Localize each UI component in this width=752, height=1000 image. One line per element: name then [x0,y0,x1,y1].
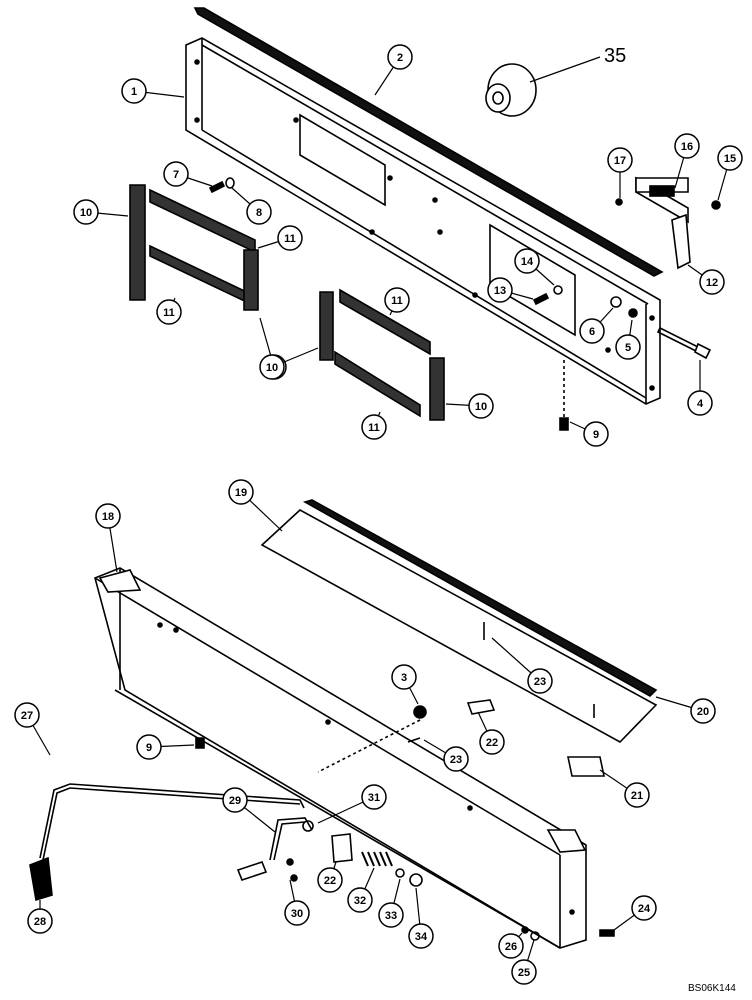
callout-bubble-23 [527,668,553,694]
callout-label-32: 32 [354,895,366,907]
callout-bubble-10 [73,199,99,225]
callout-bubble-8 [246,199,272,225]
callout-label-11: 11 [391,295,403,307]
callout-label-12: 12 [706,277,718,289]
callout-bubble-19 [228,479,254,505]
control-rod [39,783,305,859]
callout-label-23: 23 [450,754,462,766]
callout-label-29: 29 [229,795,241,807]
callout-label-22: 22 [324,875,336,887]
callout-bubble-18 [95,503,121,529]
callout-bubble-11 [277,225,303,251]
callout-label-22: 22 [486,737,498,749]
callout-label-23: 23 [534,676,546,688]
callout-bubble-10 [468,393,494,419]
callout-bubble-2 [387,44,413,70]
callout-label-30: 30 [291,908,303,920]
callout-label-14: 14 [521,256,534,268]
callout-label-5: 5 [625,342,631,354]
callout-bubble-28 [27,908,53,934]
callout-bubble-16 [674,133,700,159]
callout-bubble-12 [699,269,725,295]
callout-label-13: 13 [494,285,506,297]
lower-panel-assembly [29,499,658,949]
callout-bubble-24 [631,895,657,921]
callout-bubble-3 [391,664,417,690]
callout-label-19: 19 [235,487,247,499]
callout-bubble-33 [378,902,404,928]
callout-label-3: 3 [401,672,407,684]
callout-label-7: 7 [173,169,179,181]
callout-label-11: 11 [163,307,175,319]
callout-bubble-11 [156,299,182,325]
callout-label-27: 27 [21,710,33,722]
callout-bubble-15 [717,145,743,171]
callout-label-34: 34 [415,931,428,943]
drawing-code: BS06K144 [688,983,736,994]
callout-label-10: 10 [475,401,487,413]
callout-bubble-32 [347,887,373,913]
large-part-label: 35 [604,45,626,67]
callout-bubble-14 [514,248,540,274]
callout-label-33: 33 [385,910,397,922]
callout-label-28: 28 [34,916,46,928]
frame-channel [94,567,587,949]
callout-bubble-20 [690,698,716,724]
callout-bubble-9 [136,734,162,760]
callout-bubble-26 [498,933,524,959]
callout-label-16: 16 [681,141,693,153]
callout-label-10: 10 [80,207,92,219]
callout-label-15: 15 [724,153,736,165]
callout-bubble-11 [384,287,410,313]
callout-label-25: 25 [518,967,530,979]
callout-bubble-21 [624,782,650,808]
callout-bubble-9 [583,421,609,447]
callout-bubble-34 [408,923,434,949]
callout-label-2: 2 [397,52,403,64]
callout-label-4: 4 [697,398,704,410]
callout-bubble-23 [443,746,469,772]
callout-label-24: 24 [638,903,651,915]
callout-bubble-11 [361,414,387,440]
callout-label-6: 6 [589,326,595,338]
callout-bubble-27 [14,702,40,728]
callout-label-11: 11 [368,422,380,434]
callout-label-9: 9 [146,742,152,754]
callout-label-21: 21 [631,790,643,802]
callout-group: 1278101111101110111094561314171615121819… [14,44,743,985]
callout-bubble-5 [615,334,641,360]
callout-label-18: 18 [102,511,114,523]
callout-label-17: 17 [614,155,626,167]
callout-bubble-4 [687,390,713,416]
seal-strip [193,7,664,277]
callout-bubble-1 [121,78,147,104]
callout-label-20: 20 [697,706,709,718]
callout-label-31: 31 [368,792,380,804]
callout-label-8: 8 [256,207,262,219]
callout-bubble-17 [607,147,633,173]
callout-bubble-6 [579,318,605,344]
callout-bubble-29 [222,787,248,813]
callout-bubble-22 [479,729,505,755]
callout-bubble-31 [361,784,387,810]
callout-bubble-10 [259,354,285,380]
callout-bubble-25 [511,959,537,985]
callout-bubble-7 [163,161,189,187]
callout-label-11: 11 [284,233,296,245]
callout-label-26: 26 [505,941,517,953]
callout-label-9: 9 [593,429,599,441]
callout-label-1: 1 [131,86,137,98]
spring [361,851,393,867]
callout-bubble-22 [317,867,343,893]
upper-panel-assembly [129,7,721,431]
callout-bubble-13 [487,277,513,303]
callout-label-10: 10 [266,362,278,374]
cover-plate [260,509,658,743]
callout-bubble-30 [284,900,310,926]
